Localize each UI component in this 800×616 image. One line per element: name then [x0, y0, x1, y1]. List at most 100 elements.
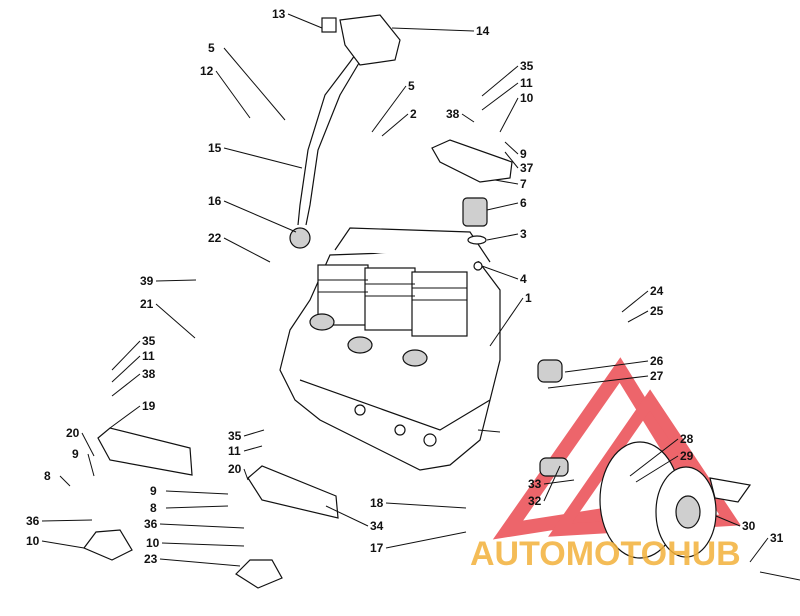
- leader-line-36: [159, 523, 245, 529]
- watermark-text: AUTOMOTOHUB: [470, 535, 741, 573]
- part-label-32: 32: [528, 494, 542, 508]
- leader-line-28: [629, 438, 679, 477]
- leader-line-25: [627, 310, 649, 323]
- part-label-28: 28: [680, 432, 694, 446]
- part-label-17: 17: [370, 541, 384, 555]
- part-label-35: 35: [520, 59, 534, 73]
- leader-line-35: [111, 340, 141, 371]
- part-label-37: 37: [520, 161, 534, 175]
- engine-block: [279, 227, 501, 471]
- part-label-31: 31: [770, 531, 784, 545]
- part-label-11: 11: [228, 444, 241, 458]
- part-label-11: 11: [520, 76, 533, 90]
- part-label-10: 10: [520, 91, 534, 105]
- leader-line-17: [385, 531, 467, 549]
- part-label-3: 3: [520, 227, 527, 241]
- part-label-20: 20: [228, 462, 242, 476]
- part-label-12: 12: [200, 64, 214, 78]
- part-label-10: 10: [26, 534, 40, 548]
- part-label-9: 9: [72, 447, 79, 461]
- leader-line-11: [111, 355, 141, 383]
- leader-line-12: [215, 70, 251, 119]
- part-label-24: 24: [650, 284, 664, 298]
- oil-filler-tube: [289, 14, 401, 249]
- leader-line-36: [41, 519, 93, 522]
- part-label-2: 2: [410, 107, 417, 121]
- leader-line-9: [504, 141, 519, 155]
- leader-line-22: [223, 237, 271, 263]
- leader-line-27: [547, 375, 649, 389]
- leader-line-14: [391, 27, 475, 32]
- leader-lines: [41, 13, 769, 567]
- part-label-29: 29: [680, 449, 694, 463]
- leader-line-20: [243, 468, 249, 481]
- part-label-34: 34: [370, 519, 384, 533]
- part-label-5: 5: [408, 79, 415, 93]
- leader-line-9: [87, 453, 95, 477]
- part-label-14: 14: [476, 24, 490, 38]
- leader-line-5: [371, 85, 407, 133]
- leader-line-34: [325, 505, 369, 527]
- part-label-9: 9: [150, 484, 157, 498]
- part-label-19: 19: [142, 399, 156, 413]
- leader-line-3: [486, 233, 519, 241]
- part-label-20: 20: [66, 426, 80, 440]
- part-label-23: 23: [144, 552, 158, 566]
- part-label-4: 4: [520, 272, 527, 286]
- part-label-38: 38: [142, 367, 156, 381]
- leader-line-7: [494, 179, 519, 185]
- leader-line-10: [41, 540, 85, 549]
- leader-line-11: [243, 445, 263, 452]
- leader-line-2: [381, 113, 409, 137]
- leader-line-38: [461, 113, 475, 123]
- part-label-5: 5: [208, 41, 215, 55]
- leader-line-16: [223, 200, 297, 233]
- part-label-15: 15: [208, 141, 222, 155]
- leader-line-21: [155, 303, 196, 339]
- leader-line-6: [486, 202, 519, 211]
- leader-line-10: [499, 97, 519, 133]
- part-label-18: 18: [370, 496, 384, 510]
- part-label-27: 27: [650, 369, 664, 383]
- mount-bracket-top: [431, 139, 513, 271]
- leader-line-24: [621, 290, 649, 313]
- part-label-22: 22: [208, 231, 222, 245]
- leader-line-23: [159, 558, 241, 567]
- part-label-38: 38: [446, 107, 460, 121]
- leader-line-29: [635, 455, 679, 483]
- part-label-6: 6: [520, 196, 527, 210]
- leader-line-10: [161, 542, 245, 547]
- leader-line-35: [481, 65, 519, 97]
- leader-line-20: [81, 432, 95, 457]
- part-label-1: 1: [525, 291, 532, 305]
- part-label-35: 35: [142, 334, 156, 348]
- leader-line-15: [223, 147, 303, 169]
- leader-line-4: [481, 265, 519, 280]
- clutch-hub: [537, 359, 800, 581]
- leader-line-37: [504, 151, 519, 169]
- part-label-36: 36: [26, 514, 40, 528]
- part-label-39: 39: [140, 274, 154, 288]
- leader-line-5: [223, 47, 286, 121]
- leader-line-13: [287, 13, 323, 29]
- part-label-21: 21: [140, 297, 154, 311]
- leader-line-8: [165, 505, 229, 509]
- leader-line-19: [109, 405, 141, 429]
- part-label-8: 8: [150, 501, 157, 515]
- part-label-26: 26: [650, 354, 664, 368]
- leader-line-18: [385, 502, 467, 509]
- part-label-8: 8: [44, 469, 51, 483]
- part-label-11: 11: [142, 349, 155, 363]
- part-label-10: 10: [146, 536, 160, 550]
- part-label-16: 16: [208, 194, 222, 208]
- leader-line-35: [243, 429, 265, 437]
- leader-line-32: [543, 465, 561, 502]
- part-label-9: 9: [520, 147, 527, 161]
- motor-mount-left: [83, 427, 339, 589]
- leader-line-1: [489, 297, 524, 347]
- part-label-35: 35: [228, 429, 242, 443]
- leader-line-38: [111, 373, 141, 397]
